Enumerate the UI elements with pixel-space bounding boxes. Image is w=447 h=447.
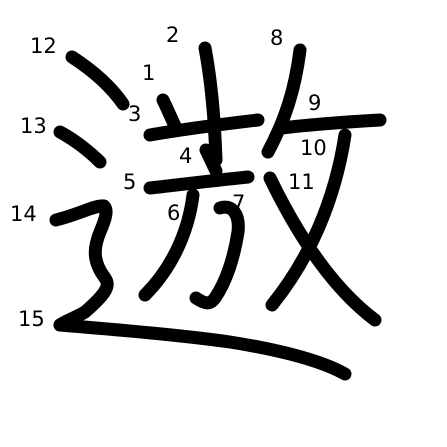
stroke-13 (53, 125, 107, 169)
stroke-9 (275, 113, 387, 135)
stroke-11 (263, 171, 382, 327)
stroke-5 (143, 170, 255, 195)
stroke-number-1: 1 (142, 61, 155, 85)
stroke-number-11: 11 (288, 170, 315, 194)
stroke-6 (189, 200, 245, 310)
stroke-number-6: 6 (167, 201, 180, 225)
stroke-7 (138, 188, 200, 302)
stroke-number-7: 7 (232, 191, 245, 215)
stroke-number-14: 14 (10, 202, 37, 226)
stroke-number-2: 2 (166, 23, 179, 47)
stroke-number-8: 8 (270, 26, 283, 50)
stroke-number-9: 9 (308, 91, 321, 115)
stroke-number-13: 13 (20, 114, 47, 138)
stroke-15 (53, 318, 352, 381)
stroke-number-10: 10 (300, 136, 327, 160)
stroke-8 (261, 43, 307, 159)
stroke-number-15: 15 (18, 307, 45, 331)
stroke-number-12: 12 (30, 34, 57, 58)
stroke-10 (265, 128, 352, 312)
stroke-1 (143, 113, 265, 142)
stroke-number-5: 5 (123, 170, 136, 194)
stroke-number-4: 4 (179, 144, 192, 168)
stroke-12 (65, 50, 130, 111)
stroke-number-3: 3 (128, 102, 141, 126)
stroke-2 (198, 41, 223, 167)
stroke-3 (156, 93, 183, 135)
stroke-14 (49, 199, 114, 332)
stroke-4 (199, 143, 223, 178)
